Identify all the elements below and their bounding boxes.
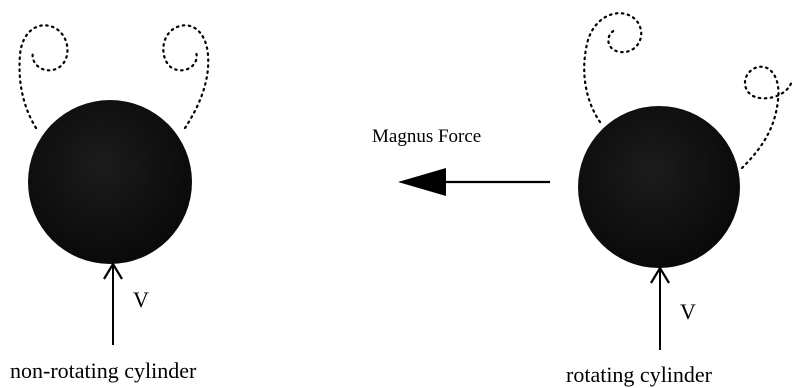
- right-cylinder-caption: rotating cylinder: [566, 362, 713, 387]
- rotating-cylinder: [578, 106, 740, 268]
- right-wake-vortex: [162, 24, 210, 130]
- rotating-cylinder-group: V rotating cylinder: [566, 12, 794, 387]
- left-wake-vortex: [18, 24, 69, 130]
- upper-wake-vortex: [583, 12, 643, 124]
- magnus-force-group: Magnus Force: [372, 126, 550, 196]
- magnus-force-label: Magnus Force: [372, 126, 481, 147]
- left-cylinder-caption: non-rotating cylinder: [10, 358, 197, 383]
- left-velocity-label: V: [133, 287, 149, 312]
- non-rotating-cylinder: [28, 100, 192, 264]
- right-velocity-arrow-head: [650, 265, 670, 284]
- right-velocity-label: V: [680, 299, 696, 324]
- non-rotating-cylinder-group: V non-rotating cylinder: [10, 24, 210, 383]
- left-velocity-arrow-head: [103, 261, 123, 280]
- lower-wake-vortex: [740, 65, 794, 170]
- magnus-force-arrow-head: [398, 168, 446, 196]
